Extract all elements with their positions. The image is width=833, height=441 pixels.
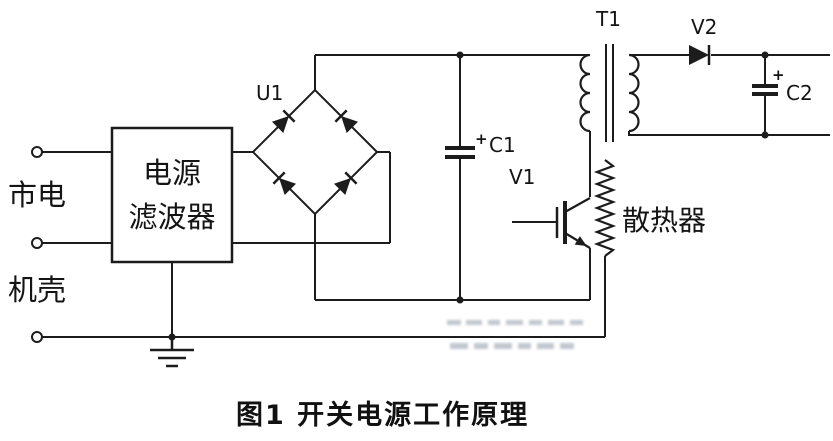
watermark xyxy=(447,320,583,349)
filter-box: 电源 滤波器 xyxy=(110,126,234,264)
filter-box-label-line1: 电源 xyxy=(143,156,201,190)
igbt-v1: V1 xyxy=(509,165,591,249)
bridge-rectifier-u1: U1 xyxy=(251,81,379,216)
bridge-outline xyxy=(251,88,379,216)
filter-box-label-line2: 滤波器 xyxy=(128,200,215,234)
capacitor-c1: + C1 xyxy=(445,130,516,159)
diode-triangle xyxy=(689,45,709,65)
emitter-arrow xyxy=(574,236,587,247)
c1-polarity: + xyxy=(475,130,488,148)
junction-dot xyxy=(761,51,769,59)
bridge-diode xyxy=(272,171,297,196)
label-v1: V1 xyxy=(509,165,535,189)
secondary-winding xyxy=(628,53,640,133)
terminal-mains-top xyxy=(31,146,43,158)
label-chassis: 机壳 xyxy=(8,273,66,307)
heatsink-symbol: 散热器 xyxy=(593,159,706,257)
label-mains: 市电 xyxy=(8,178,66,212)
ground-symbol xyxy=(150,337,194,368)
figure-caption: 图1 开关电源工作原理 xyxy=(236,400,530,431)
wire-output-bottom xyxy=(628,131,830,136)
junction-dot xyxy=(456,296,464,304)
capacitor-c2: + C2 xyxy=(752,66,813,105)
c2-polarity: + xyxy=(772,66,785,84)
label-v2: V2 xyxy=(691,15,717,39)
junction-dots xyxy=(168,51,769,341)
terminal-mains-bottom xyxy=(31,237,43,249)
label-t1: T1 xyxy=(595,7,621,31)
bridge-diode xyxy=(334,109,359,134)
heatsink-zigzag xyxy=(593,159,617,257)
filter-box-outline xyxy=(110,126,234,264)
diode-v2: V2 xyxy=(689,15,717,65)
junction-dot xyxy=(456,51,464,59)
primary-winding xyxy=(579,53,591,133)
junction-dot xyxy=(761,131,769,139)
collector-lead xyxy=(564,197,591,213)
transformer-t1: T1 xyxy=(579,7,640,142)
label-c1: C1 xyxy=(489,133,516,157)
label-c2: C2 xyxy=(786,81,813,105)
terminal-chassis xyxy=(31,331,43,343)
bridge-diode xyxy=(333,171,358,196)
label-heatsink: 散热器 xyxy=(622,204,706,237)
label-u1: U1 xyxy=(256,81,283,105)
bridge-diode xyxy=(271,109,296,134)
